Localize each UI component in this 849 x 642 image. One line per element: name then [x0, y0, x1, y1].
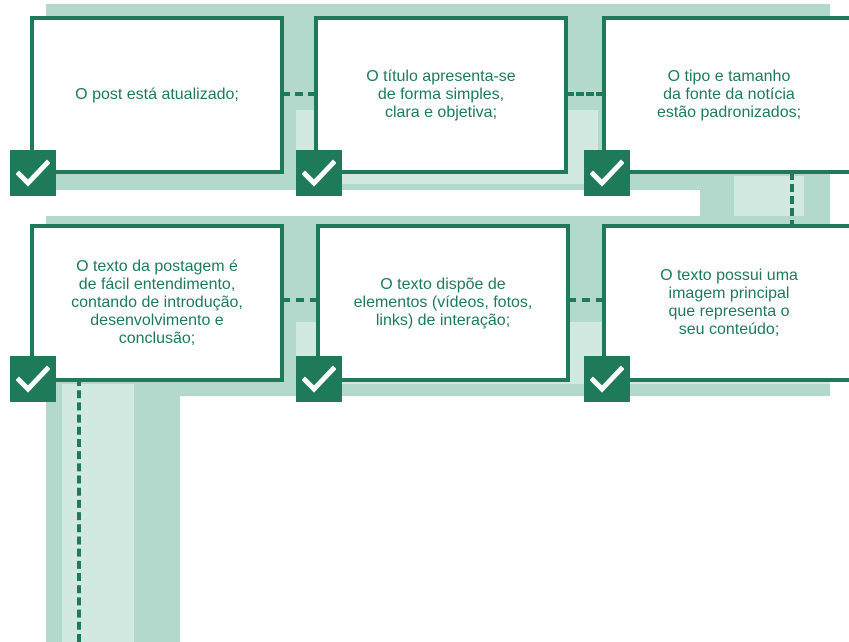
checklist-item-texto-entendimento: O texto da postagem é de fácil entendime…	[30, 224, 284, 382]
checklist-item-post-atualizado: O post está atualizado;	[30, 16, 284, 174]
checkmark-icon	[584, 150, 630, 196]
vertical-band-inner	[62, 384, 134, 642]
connector-5-6	[568, 298, 604, 302]
checkmark-icon	[296, 356, 342, 402]
checkmark-icon	[10, 356, 56, 402]
checklist-item-text: O texto possui uma imagem principal que …	[660, 267, 798, 338]
connector-2-3	[566, 92, 604, 96]
checkmark-icon	[296, 150, 342, 196]
connector-down	[77, 378, 81, 642]
checklist-item-text: O texto da postagem é de fácil entendime…	[71, 258, 243, 347]
checkmark-icon	[584, 356, 630, 402]
checkmark-icon	[10, 150, 56, 196]
checklist-item-text: O texto dispõe de elementos (vídeos, fot…	[353, 276, 533, 329]
connector-3-6	[790, 172, 794, 228]
checklist-item-elementos-interacao: O texto dispõe de elementos (vídeos, fot…	[316, 224, 570, 382]
checklist-item-text: O tipo e tamanho da fonte da notícia est…	[656, 68, 802, 121]
connector-1-2	[282, 92, 316, 96]
checklist-item-fonte: O tipo e tamanho da fonte da notícia est…	[602, 16, 849, 174]
checklist-item-titulo: O título apresenta-se de forma simples, …	[314, 16, 568, 174]
checklist-item-text: O título apresenta-se de forma simples, …	[366, 68, 516, 121]
checklist-item-imagem-principal: O texto possui uma imagem principal que …	[602, 224, 849, 382]
connector-4-5	[282, 298, 318, 302]
checklist-item-text: O post está atualizado;	[75, 86, 239, 103]
